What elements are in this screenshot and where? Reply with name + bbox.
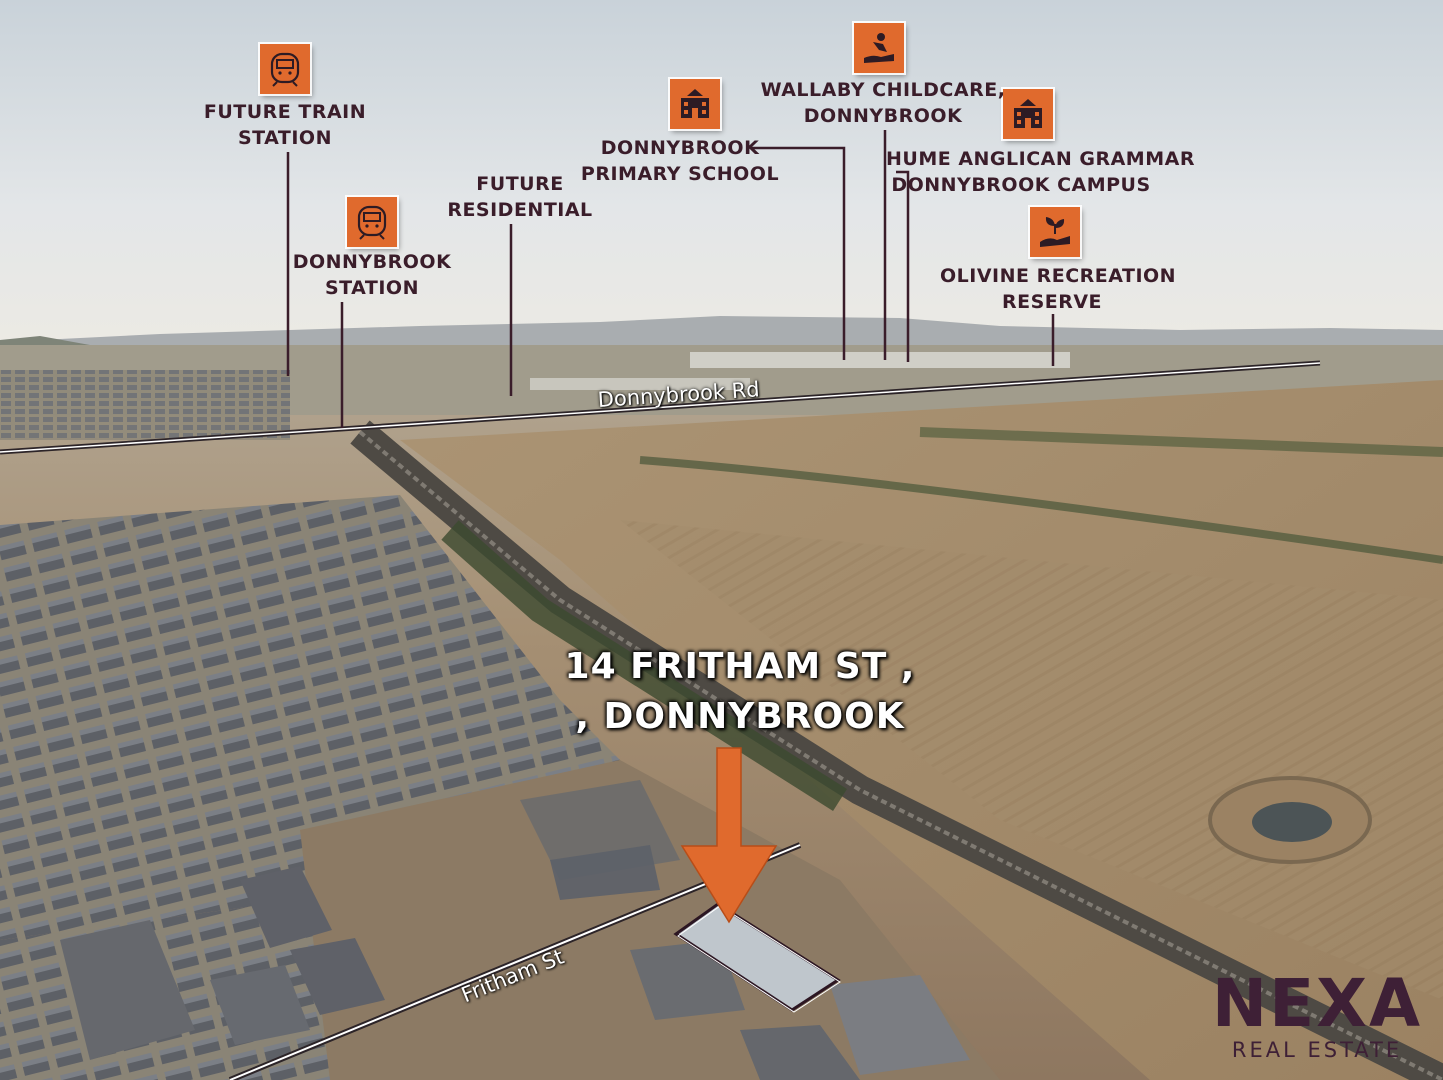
property-outline — [673, 902, 841, 1012]
poi-leader-lines — [286, 130, 1055, 428]
suburb — [0, 495, 620, 940]
school-icon — [670, 79, 720, 129]
logo-subtitle: REAL ESTATE — [1231, 1038, 1403, 1062]
far-suburb-right — [690, 352, 1070, 368]
far-suburb-left — [0, 370, 290, 440]
property-arrow — [680, 747, 778, 924]
sky — [0, 0, 1443, 345]
vacant-lots — [300, 760, 1000, 1080]
nexa-logo: NEXA REAL ESTATE — [1204, 968, 1430, 1068]
childcare-icon — [854, 23, 904, 73]
logo-wordmark: NEXA — [1211, 965, 1423, 1042]
poi-label-wallaby-childcare: WALLABY CHILDCARE,DONNYBROOK — [760, 79, 1006, 127]
plant-hand-icon — [1030, 207, 1080, 257]
property-address: 14 FRITHAM ST , , DONNYBROOK — [564, 646, 916, 737]
train-icon — [260, 44, 310, 94]
school-icon — [1003, 89, 1053, 139]
train-icon — [347, 197, 397, 247]
